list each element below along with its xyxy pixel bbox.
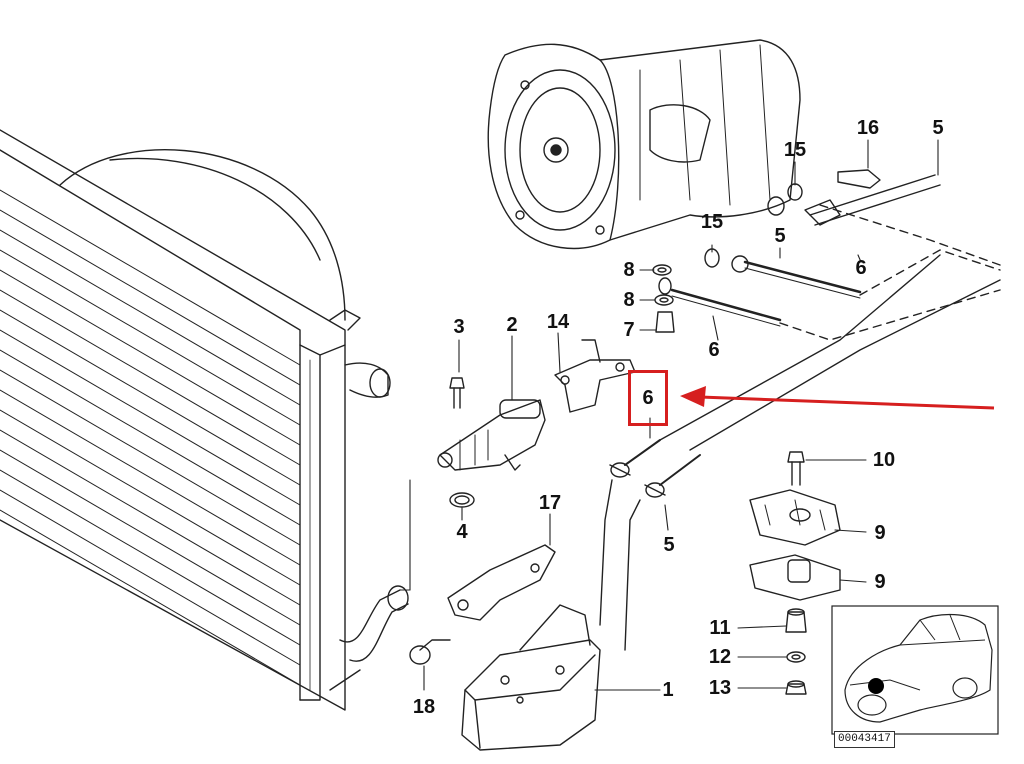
thermostat-assembly	[437, 377, 546, 508]
mount-17	[409, 544, 556, 665]
part-label-4: 4	[456, 521, 468, 543]
part-label-5-lower: 5	[663, 534, 675, 556]
reference-code: 00043417	[834, 731, 895, 749]
part-label-1: 1	[662, 679, 674, 701]
part-label-15-lower: 15	[700, 211, 724, 233]
part-label-9-lower: 9	[874, 571, 886, 593]
part-label-17: 17	[538, 492, 562, 514]
part-label-18: 18	[412, 696, 436, 718]
vehicle-location-marker	[868, 678, 884, 694]
part-label-13: 13	[708, 677, 732, 699]
cooler-lines	[599, 174, 1001, 651]
bracket-14	[554, 339, 636, 413]
part-label-8-lower: 8	[623, 289, 635, 311]
radiator-illustration	[0, 129, 409, 711]
part-label-3: 3	[453, 316, 465, 338]
part-label-15-upper: 15	[783, 139, 807, 161]
vehicle-inset	[831, 605, 999, 735]
part-label-7: 7	[623, 319, 635, 341]
part-label-6-highlighted: 6	[642, 387, 654, 409]
part-label-10: 10	[872, 449, 896, 471]
transmission-illustration	[487, 39, 801, 250]
part-label-5-middle: 5	[774, 225, 786, 247]
part-label-6-middle: 6	[708, 339, 720, 361]
part-label-12: 12	[708, 646, 732, 668]
part-label-11: 11	[709, 617, 731, 639]
oil-cooler	[461, 604, 601, 751]
part-label-6-upper: 6	[855, 257, 867, 279]
highlight-box	[628, 370, 668, 426]
part-label-9-upper: 9	[874, 522, 886, 544]
part-label-16: 16	[856, 117, 880, 139]
part-label-5-top: 5	[932, 117, 944, 139]
part-label-2: 2	[506, 314, 518, 336]
clip-hardware	[749, 451, 841, 695]
red-arrow	[680, 386, 995, 410]
part-label-14: 14	[546, 311, 570, 333]
leader-lines	[399, 139, 939, 691]
part-label-8-upper: 8	[623, 259, 635, 281]
small-fittings	[652, 169, 881, 333]
